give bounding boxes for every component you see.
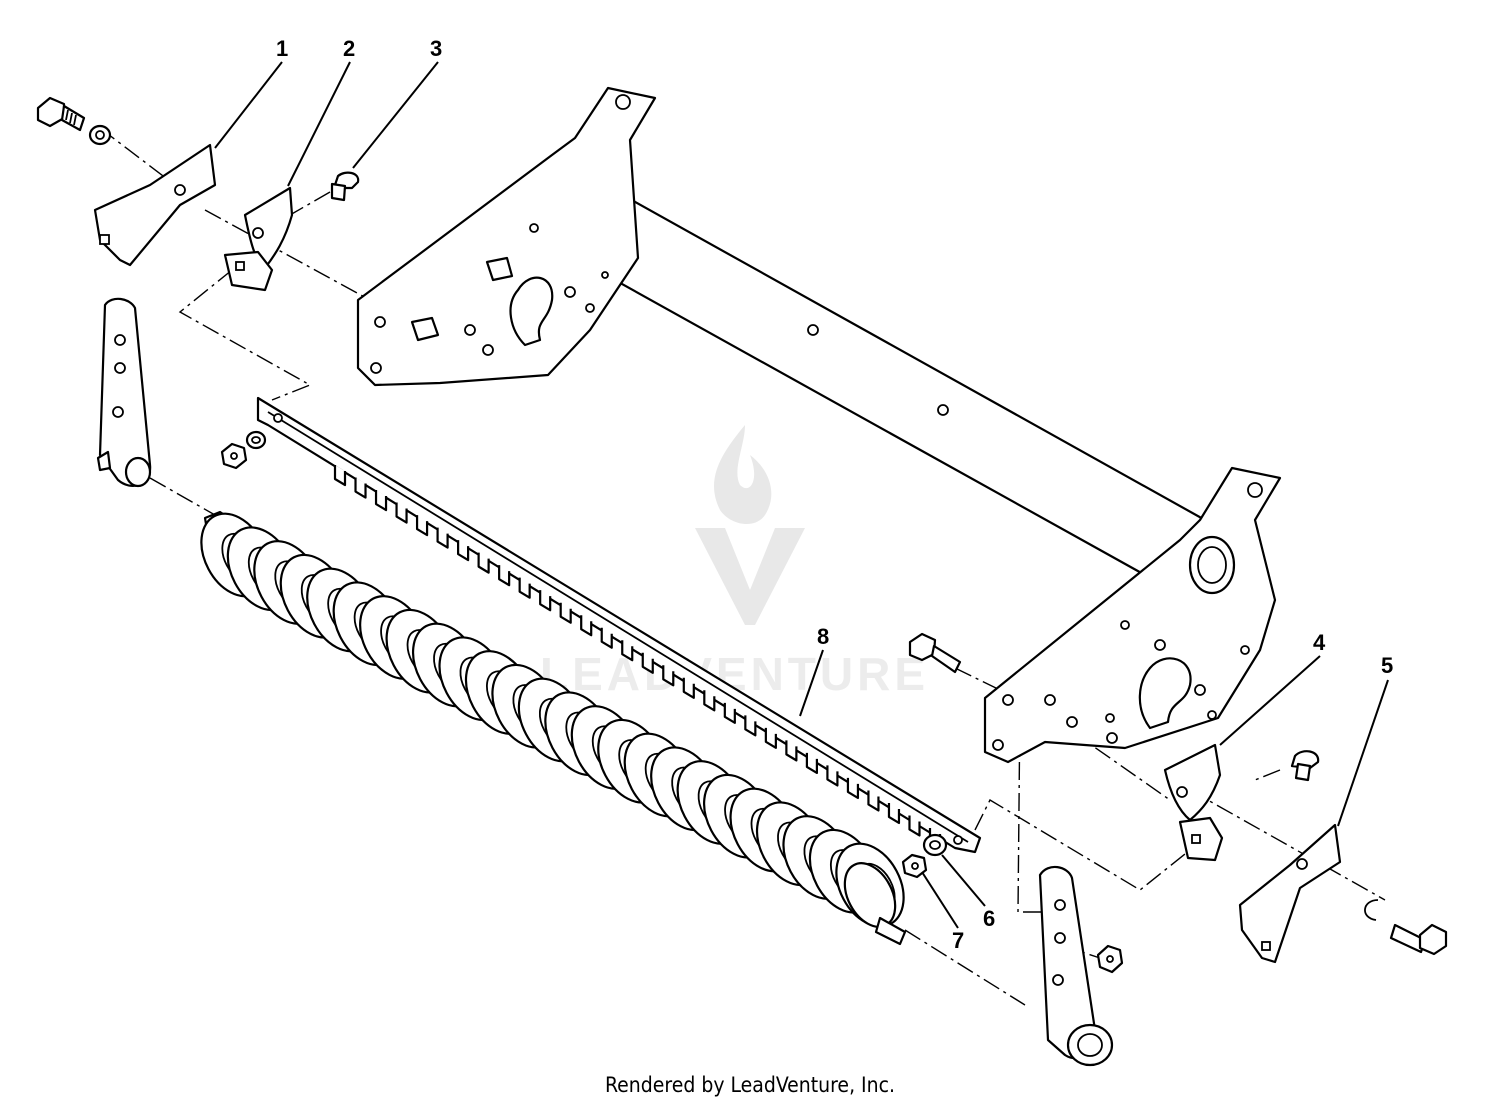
- comb-tooth: [354, 477, 367, 499]
- comb-tooth: [333, 465, 347, 487]
- comb-tooth: [805, 752, 818, 774]
- comb-tooth: [395, 502, 408, 524]
- callout-leaders: [214, 61, 1389, 929]
- comb-tooth: [785, 740, 798, 762]
- carriage-bolt-part-3: [330, 171, 360, 202]
- comb-tooth: [682, 677, 695, 699]
- watermark-v-icon: [695, 528, 805, 625]
- watermark-flame-icon: [714, 425, 772, 525]
- comb-tooth: [621, 640, 634, 662]
- right-snap-ring-icon: [1364, 899, 1379, 921]
- right-end-hex-bolt-icon: [1389, 923, 1448, 956]
- comb-tooth: [867, 790, 880, 812]
- comb-tooth: [580, 615, 593, 637]
- roller-discs: [200, 512, 905, 928]
- callout-4: 4: [1313, 630, 1326, 655]
- comb-tooth: [908, 815, 921, 837]
- comb-tooth: [539, 590, 552, 612]
- callout-5: 5: [1381, 653, 1393, 678]
- right-roller-arm: [1038, 865, 1114, 1067]
- comb-tooth: [436, 527, 449, 549]
- reel-frame: [356, 86, 1282, 764]
- left-latch-plate-part-2: [223, 186, 294, 292]
- assembly-centerlines: [99, 127, 1386, 1006]
- comb-tooth: [846, 777, 860, 800]
- left-nut-icon: [220, 442, 248, 470]
- right-carriage-bolt-icon: [1290, 750, 1320, 782]
- comb-tooth: [374, 490, 388, 512]
- comb-tooth: [415, 515, 429, 537]
- left-hex-bolt-icon: [36, 96, 86, 132]
- right-bracket-part-5: [1238, 823, 1342, 964]
- grooved-roller: [200, 510, 907, 946]
- comb-tooth: [764, 727, 777, 749]
- comb-tooth: [518, 577, 531, 599]
- footer-credit: Rendered by LeadVenture, Inc.: [605, 1073, 895, 1097]
- callout-7: 7: [952, 928, 964, 953]
- comb-tooth: [887, 802, 901, 825]
- callout-6: 6: [983, 906, 995, 931]
- comb-tooth: [641, 652, 654, 674]
- comb-bar-teeth: [333, 465, 942, 850]
- comb-bar-part-8: [256, 396, 982, 854]
- comb-tooth: [703, 690, 716, 712]
- comb-tooth: [744, 715, 757, 737]
- washer-part-6: [922, 833, 948, 857]
- right-hex-bolt-icon: [908, 632, 962, 674]
- right-arm-nut-icon: [1096, 944, 1124, 974]
- comb-tooth: [498, 565, 511, 587]
- left-roller-arm: [96, 297, 152, 488]
- comb-tooth: [477, 552, 490, 574]
- comb-tooth: [723, 702, 736, 724]
- comb-tooth: [662, 665, 675, 687]
- callout-labels: 1 2 3 4 5 6 7 8: [276, 36, 1393, 953]
- callout-2: 2: [343, 36, 355, 61]
- callout-3: 3: [430, 36, 442, 61]
- left-bracket-part-1: [93, 143, 217, 267]
- right-latch-plate-part-4: [1163, 743, 1224, 862]
- comb-tooth: [600, 627, 613, 649]
- comb-tooth: [457, 540, 470, 562]
- left-side-plate: [356, 86, 657, 387]
- comb-tooth: [826, 765, 839, 787]
- left-washer-icon: [88, 124, 112, 146]
- callout-8: 8: [817, 624, 829, 649]
- nut-part-7: [901, 853, 928, 879]
- comb-tooth: [559, 602, 572, 624]
- callout-1: 1: [276, 36, 288, 61]
- left-small-washer-icon: [245, 430, 267, 450]
- leadventure-watermark: LEADVENTURE: [540, 425, 925, 700]
